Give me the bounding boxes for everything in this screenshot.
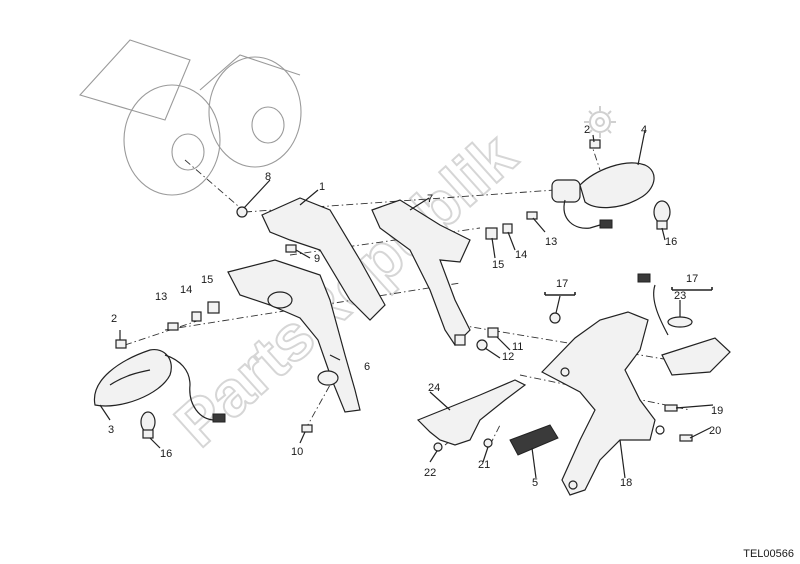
part-7-bracket <box>371 199 471 346</box>
callout-12: 12 <box>502 351 514 363</box>
callout-2: 2 <box>111 313 117 325</box>
callout-13: 13 <box>155 291 167 303</box>
callout-19: 19 <box>711 405 723 417</box>
callout-17: 17 <box>686 273 698 285</box>
callout-16: 16 <box>160 448 172 460</box>
callout-4: 4 <box>641 124 647 136</box>
callout-16: 16 <box>665 236 677 248</box>
part-17-plate-lamp <box>637 273 731 376</box>
drawing-code: TEL00566 <box>743 548 794 560</box>
callout-labels: 1 2 2 3 4 5 6 7 8 9 10 11 12 13 13 14 14… <box>108 124 723 489</box>
callout-23: 23 <box>674 290 686 302</box>
watermark: PartsRepublik <box>160 106 616 461</box>
part-4-right-indicator <box>551 162 655 229</box>
gear-icon <box>584 106 616 138</box>
callout-14: 14 <box>515 249 527 261</box>
part-6-spacer <box>267 291 293 309</box>
callout-18: 18 <box>620 477 632 489</box>
part-16-bulb-right <box>653 200 671 230</box>
callout-24: 24 <box>428 382 440 394</box>
callout-15: 15 <box>201 274 213 286</box>
callout-1: 1 <box>319 181 325 193</box>
leader-lines <box>99 129 714 479</box>
part-6-spacer-lower <box>317 370 339 386</box>
callout-7: 7 <box>427 193 433 205</box>
part-5-reflector <box>509 424 559 456</box>
callout-22: 22 <box>424 467 436 479</box>
part-16-bulb-left <box>140 411 156 439</box>
callout-15: 15 <box>492 259 504 271</box>
callout-6: 6 <box>364 361 370 373</box>
part-3-left-indicator <box>93 348 226 423</box>
fasteners <box>115 139 713 452</box>
callout-21: 21 <box>478 459 490 471</box>
silencer-outline <box>79 39 302 196</box>
callout-10: 10 <box>291 446 303 458</box>
callout-2: 2 <box>584 124 590 136</box>
part-23-lens <box>667 316 693 328</box>
part-1-bracket <box>261 197 386 321</box>
callout-8: 8 <box>265 171 271 183</box>
callout-20: 20 <box>709 425 721 437</box>
callout-17: 17 <box>556 278 568 290</box>
callout-9: 9 <box>314 253 320 265</box>
callout-5: 5 <box>532 477 538 489</box>
part-18-plate-holder <box>541 311 656 496</box>
callout-3: 3 <box>108 424 114 436</box>
part-24-bracket <box>416 379 527 446</box>
callout-13: 13 <box>545 236 557 248</box>
callout-14: 14 <box>180 284 192 296</box>
callout-11: 11 <box>512 341 523 353</box>
